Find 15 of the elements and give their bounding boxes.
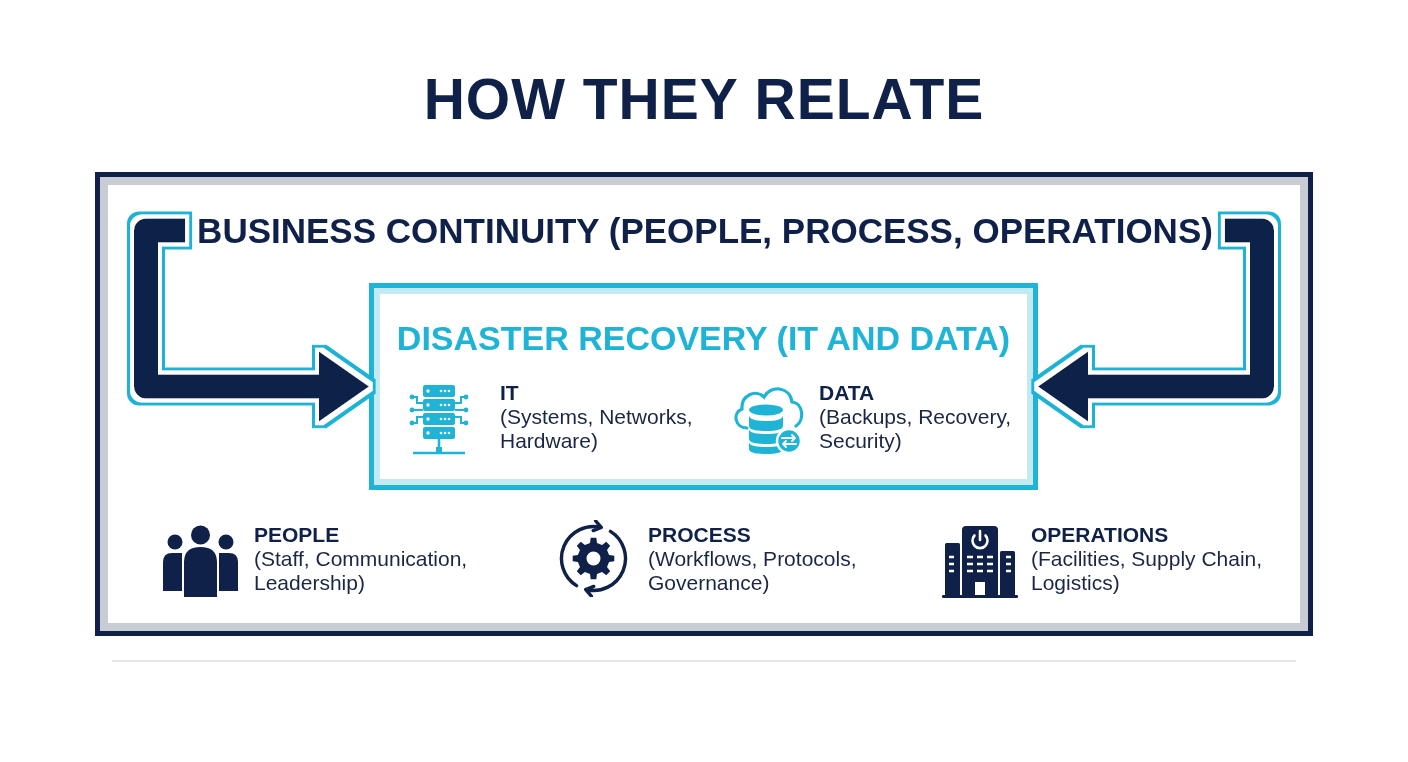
item-title: DATA: [819, 381, 875, 405]
item-description: (Workflows, Protocols, Governance): [648, 547, 858, 595]
item-title: OPERATIONS: [1031, 523, 1169, 547]
item-title: PROCESS: [648, 523, 751, 547]
panel-heading: DISASTER RECOVERY (IT AND DATA): [396, 321, 1011, 355]
item-description: (Staff, Communication, Leadership): [254, 547, 469, 595]
item-title: PEOPLE: [254, 523, 340, 547]
item-description: (Facilities, Supply Chain, Logistics): [1031, 547, 1264, 595]
diagram-title: HOW THEY RELATE: [423, 71, 985, 128]
section-heading: BUSINESS CONTINUITY (PEOPLE, PROCESS, OPERATIONS): [197, 213, 1213, 248]
outer-frame: [95, 172, 1313, 636]
inner-panel: [369, 283, 1038, 490]
item-description: (Backups, Recovery, Security): [819, 405, 1013, 453]
item-description: (Systems, Networks, Hardware): [500, 405, 694, 453]
item-title: IT: [500, 381, 519, 405]
